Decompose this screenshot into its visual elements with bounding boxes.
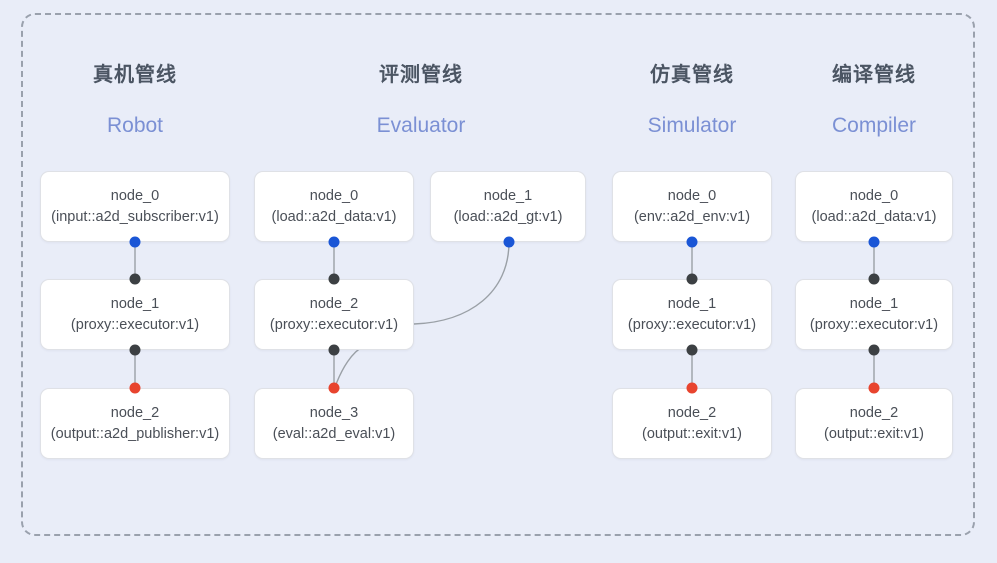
port-output-compiler-0[interactable] (868, 236, 880, 248)
node-evaluator-1[interactable]: node_1 (load::a2d_gt:v1) (430, 171, 586, 242)
port-output-evaluator-2[interactable] (328, 344, 340, 356)
node-name: node_3 (309, 404, 359, 421)
node-signature: (proxy::executor:v1) (627, 316, 757, 333)
node-robot-0[interactable]: node_0 (input::a2d_subscriber:v1) (40, 171, 230, 242)
node-simulator-2[interactable]: node_2 (output::exit:v1) (612, 388, 772, 459)
node-signature: (load::a2d_gt:v1) (453, 208, 563, 225)
pipeline-group-frame (21, 13, 975, 536)
node-evaluator-3[interactable]: node_3 (eval::a2d_eval:v1) (254, 388, 414, 459)
port-output-robot-0[interactable] (129, 236, 141, 248)
node-compiler-1[interactable]: node_1 (proxy::executor:v1) (795, 279, 953, 350)
node-name: node_0 (849, 187, 899, 204)
node-name: node_2 (849, 404, 899, 421)
node-signature: (proxy::executor:v1) (809, 316, 939, 333)
node-compiler-2[interactable]: node_2 (output::exit:v1) (795, 388, 953, 459)
node-robot-1[interactable]: node_1 (proxy::executor:v1) (40, 279, 230, 350)
node-signature: (input::a2d_subscriber:v1) (51, 208, 219, 225)
port-input-robot-2[interactable] (129, 382, 141, 394)
port-input-compiler-1[interactable] (868, 273, 880, 285)
port-output-compiler-1[interactable] (868, 344, 880, 356)
node-name: node_2 (110, 404, 160, 421)
port-input-evaluator-3[interactable] (328, 382, 340, 394)
node-signature: (env::a2d_env:v1) (633, 208, 751, 225)
node-name: node_1 (667, 295, 717, 312)
port-input-compiler-2[interactable] (868, 382, 880, 394)
port-output-simulator-1[interactable] (686, 344, 698, 356)
node-name: node_0 (309, 187, 359, 204)
port-output-evaluator-1[interactable] (503, 236, 515, 248)
port-input-simulator-1[interactable] (686, 273, 698, 285)
node-signature: (proxy::executor:v1) (70, 316, 200, 333)
node-evaluator-2[interactable]: node_2 (proxy::executor:v1) (254, 279, 414, 350)
port-input-simulator-2[interactable] (686, 382, 698, 394)
port-input-evaluator-2[interactable] (328, 273, 340, 285)
node-name: node_0 (110, 187, 160, 204)
node-compiler-0[interactable]: node_0 (load::a2d_data:v1) (795, 171, 953, 242)
node-name: node_1 (849, 295, 899, 312)
node-signature: (output::a2d_publisher:v1) (50, 425, 220, 442)
port-output-robot-1[interactable] (129, 344, 141, 356)
node-name: node_2 (667, 404, 717, 421)
port-input-robot-1[interactable] (129, 273, 141, 285)
node-signature: (output::exit:v1) (824, 425, 924, 442)
node-signature: (proxy::executor:v1) (269, 316, 399, 333)
node-name: node_1 (110, 295, 160, 312)
node-signature: (eval::a2d_eval:v1) (272, 425, 396, 442)
node-signature: (load::a2d_data:v1) (811, 208, 937, 225)
port-output-evaluator-0[interactable] (328, 236, 340, 248)
node-name: node_0 (667, 187, 717, 204)
node-evaluator-0[interactable]: node_0 (load::a2d_data:v1) (254, 171, 414, 242)
node-signature: (output::exit:v1) (642, 425, 742, 442)
node-signature: (load::a2d_data:v1) (271, 208, 397, 225)
node-simulator-0[interactable]: node_0 (env::a2d_env:v1) (612, 171, 772, 242)
node-name: node_2 (309, 295, 359, 312)
node-simulator-1[interactable]: node_1 (proxy::executor:v1) (612, 279, 772, 350)
node-robot-2[interactable]: node_2 (output::a2d_publisher:v1) (40, 388, 230, 459)
node-name: node_1 (483, 187, 533, 204)
port-output-simulator-0[interactable] (686, 236, 698, 248)
